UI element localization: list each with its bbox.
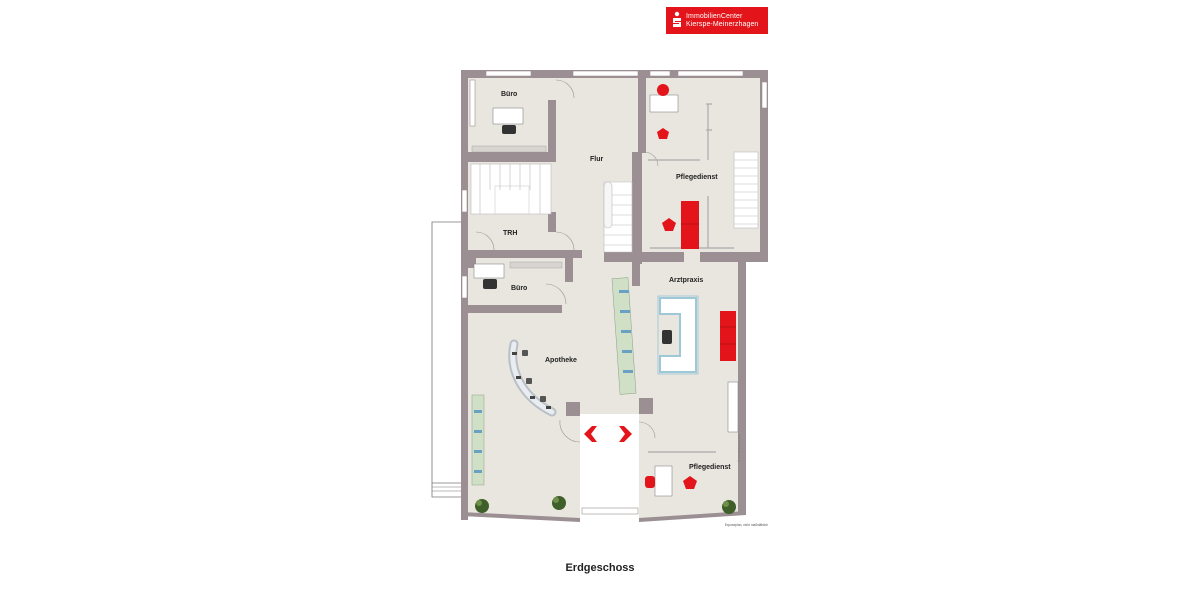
doors <box>475 79 659 443</box>
room-label-arztpraxis: Arztpraxis <box>669 277 704 284</box>
arrow-right-icon <box>619 426 632 442</box>
terrace-outline <box>431 221 461 498</box>
pharmacy-shelves <box>471 277 637 486</box>
brand-line-1: ImmobilienCenter <box>686 13 743 20</box>
entrance-arrows <box>584 426 632 442</box>
windows <box>461 70 768 515</box>
sparkasse-s-icon <box>673 11 681 27</box>
plant-leaves <box>476 497 729 507</box>
desk-pflege-top <box>649 94 679 113</box>
brand-line-2: Kierspe-Meinerzhagen <box>686 21 759 28</box>
room-label-flur: Flur <box>590 156 604 163</box>
footnote: Exposeplan, nicht maßstäblich <box>724 523 768 527</box>
pharmacy-screens <box>512 352 551 409</box>
room-label-trh: TRH <box>503 230 518 237</box>
counter-top-arzt <box>657 295 699 375</box>
reception-counter-arzt <box>659 297 697 373</box>
shelf-buero-top <box>471 145 563 269</box>
brand-logo: ImmobilienCenter Kierspe-Meinerzhagen <box>666 7 768 34</box>
floor-title: Erdgeschoss <box>565 562 635 574</box>
room-label-apotheke: Apotheke <box>545 357 577 364</box>
arrow-left-icon <box>584 426 597 442</box>
room-label-buero-mid: Büro <box>511 285 528 292</box>
desk-buero-top <box>492 107 524 125</box>
staircase-outside <box>432 486 461 492</box>
pharmacy-chairs <box>522 350 546 402</box>
staircase-pflege <box>733 151 759 229</box>
desk-pflege-bottom <box>654 465 673 497</box>
shelving-pflege-top <box>648 103 734 249</box>
room-label-pflegedienst-bottom: Pflegedienst <box>689 464 731 471</box>
red-furniture <box>645 84 736 489</box>
room-label-buero-top: Büro <box>501 91 518 98</box>
staircase-trh <box>470 163 552 215</box>
office-chairs <box>483 125 672 344</box>
room-label-pflegedienst-top: Pflegedienst <box>676 174 718 181</box>
staircase-flur <box>603 181 633 253</box>
copyright-note: © Immobilienscout24 <box>737 433 741 462</box>
pharmacy-shelf-items <box>474 290 633 473</box>
desk-buero-mid <box>473 263 505 279</box>
cabinet-arzt <box>727 381 739 433</box>
sofa-detail <box>681 223 736 345</box>
